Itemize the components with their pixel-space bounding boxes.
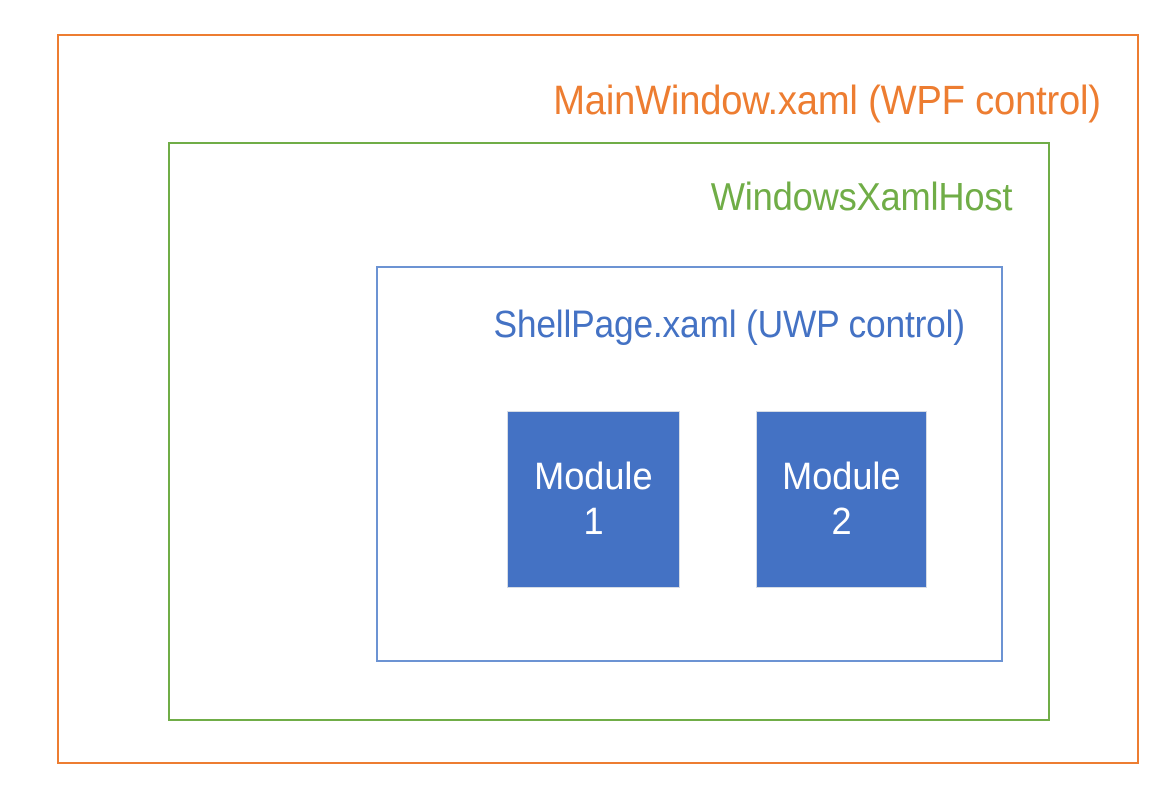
module-1-name: Module [534,455,653,498]
module-1-number: 1 [583,500,604,543]
module-tile-2: Module 2 [756,411,927,588]
layer-mainwindow-wpf: MainWindow.xaml (WPF control) WindowsXam… [57,34,1139,764]
layer-label-mainwindow: MainWindow.xaml (WPF control) [553,77,1101,123]
layer-label-windowsxamlhost: WindowsXamlHost [710,176,1012,219]
layer-shellpage-uwp: ShellPage.xaml (UWP control) Module 1 Mo… [376,266,1003,662]
layer-windowsxamlhost: WindowsXamlHost ShellPage.xaml (UWP cont… [168,142,1050,721]
layer-label-shellpage: ShellPage.xaml (UWP control) [493,304,966,346]
module-tile-1: Module 1 [507,411,680,588]
module-2-name: Module [782,455,901,498]
module-2-number: 2 [831,500,852,543]
